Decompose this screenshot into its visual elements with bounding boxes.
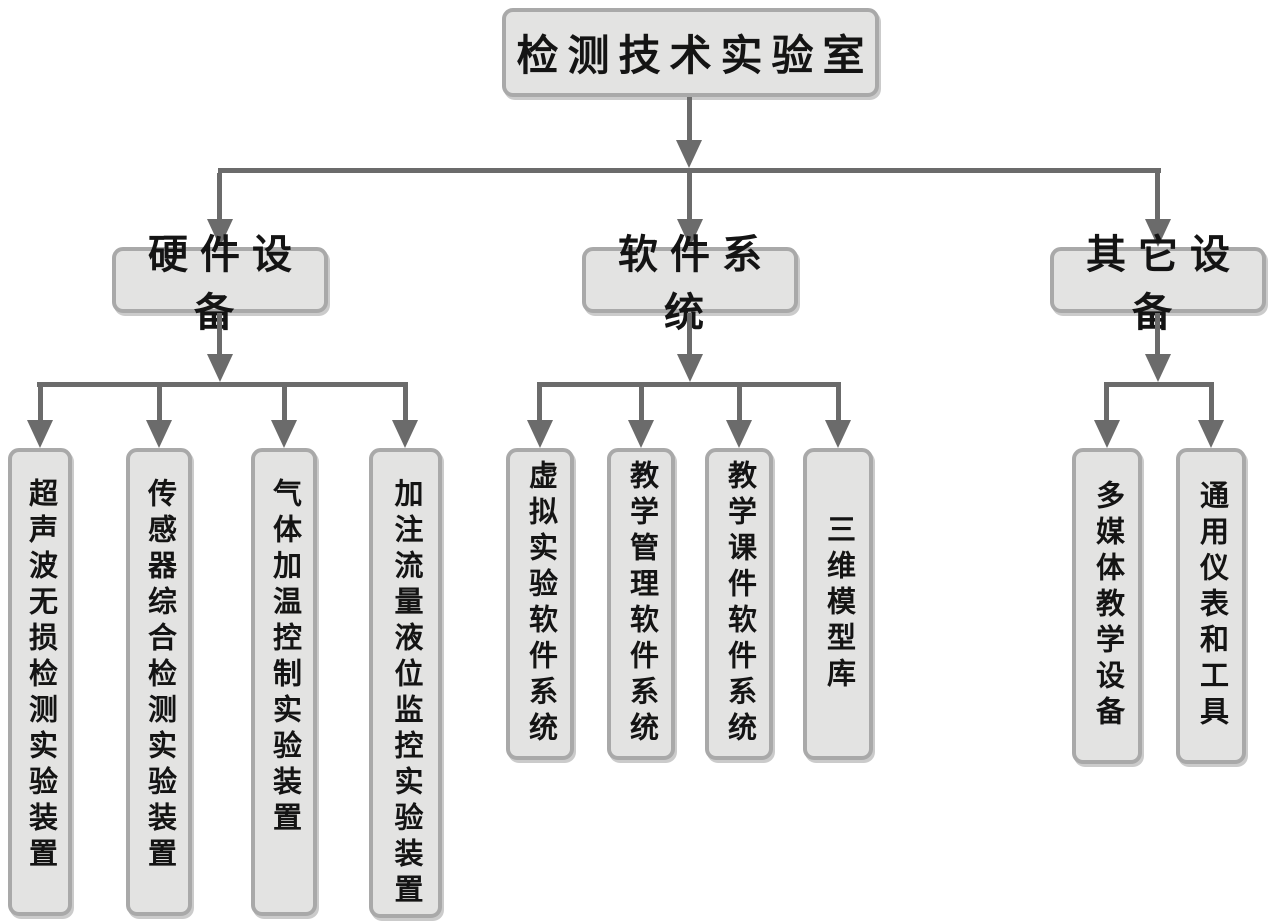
- arrow-down-icon: [1198, 420, 1224, 448]
- leaf-label: 传感器综合检测实验装置: [143, 478, 176, 874]
- connector-line: [737, 387, 742, 420]
- arrow-down-icon: [207, 219, 233, 247]
- node-multimedia-teaching-equipment: 多媒体教学设备: [1072, 448, 1142, 764]
- connector-line: [836, 387, 841, 420]
- connector-line: [537, 387, 542, 420]
- connector-line: [217, 173, 222, 220]
- arrow-down-icon: [628, 420, 654, 448]
- leaf-label: 超声波无损检测实验装置: [24, 478, 57, 874]
- node-software-label: 软件系统: [618, 232, 774, 335]
- arrow-down-icon: [207, 354, 233, 382]
- leaf-label: 多媒体教学设备: [1091, 480, 1124, 732]
- connector-line: [537, 382, 841, 387]
- arrow-down-icon: [677, 354, 703, 382]
- leaf-label: 三维模型库: [822, 514, 855, 694]
- node-ultrasonic-ndt-device: 超声波无损检测实验装置: [8, 448, 72, 916]
- leaf-label: 教学管理软件系统: [625, 460, 658, 748]
- node-flow-level-monitoring-device: 加注流量液位监控实验装置: [369, 448, 442, 918]
- node-root-lab: 检测技术实验室: [502, 8, 879, 97]
- node-software-system: 软件系统: [582, 232, 798, 335]
- node-teaching-courseware-software: 教学课件软件系统: [705, 448, 773, 760]
- arrow-down-icon: [1145, 354, 1171, 382]
- node-3d-model-library: 三维模型库: [803, 448, 873, 760]
- connector-line: [1155, 173, 1160, 220]
- connector-line: [157, 387, 162, 420]
- connector-line: [687, 173, 692, 220]
- node-other-label: 其它设备: [1086, 232, 1242, 335]
- connector-line: [37, 382, 408, 387]
- arrow-down-icon: [1094, 420, 1120, 448]
- arrow-down-icon: [677, 219, 703, 247]
- node-other-equipment: 其它设备: [1050, 232, 1266, 335]
- arrow-down-icon: [676, 140, 702, 168]
- arrow-down-icon: [825, 420, 851, 448]
- connector-line: [639, 387, 644, 420]
- connector-line: [218, 168, 1161, 173]
- node-hardware-label: 硬件设备: [148, 232, 304, 335]
- leaf-label: 气体加温控制实验装置: [268, 478, 301, 838]
- node-hardware-equipment: 硬件设备: [112, 232, 328, 335]
- arrow-down-icon: [726, 420, 752, 448]
- arrow-down-icon: [392, 420, 418, 448]
- arrow-down-icon: [146, 420, 172, 448]
- connector-line: [217, 313, 222, 354]
- leaf-label: 通用仪表和工具: [1195, 480, 1228, 732]
- node-sensor-comprehensive-test-device: 传感器综合检测实验装置: [126, 448, 192, 916]
- node-general-instruments-tools: 通用仪表和工具: [1176, 448, 1246, 764]
- connector-line: [403, 387, 408, 420]
- connector-line: [687, 313, 692, 354]
- node-root-label: 检测技术实验室: [516, 34, 874, 80]
- connector-line: [1104, 387, 1109, 420]
- connector-line: [1104, 382, 1214, 387]
- leaf-label: 教学课件软件系统: [723, 460, 756, 748]
- leaf-label: 加注流量液位监控实验装置: [390, 478, 422, 910]
- leaf-label: 虚拟实验软件系统: [524, 460, 557, 748]
- arrow-down-icon: [27, 420, 53, 448]
- arrow-down-icon: [1145, 219, 1171, 247]
- connector-line: [38, 387, 43, 420]
- node-teaching-management-software: 教学管理软件系统: [607, 448, 675, 760]
- node-virtual-experiment-software: 虚拟实验软件系统: [506, 448, 574, 760]
- node-gas-heating-control-device: 气体加温控制实验装置: [251, 448, 317, 916]
- connector-line: [1209, 387, 1214, 420]
- arrow-down-icon: [271, 420, 297, 448]
- connector-line: [282, 387, 287, 420]
- arrow-down-icon: [527, 420, 553, 448]
- connector-line: [687, 97, 692, 143]
- connector-line: [1155, 313, 1160, 354]
